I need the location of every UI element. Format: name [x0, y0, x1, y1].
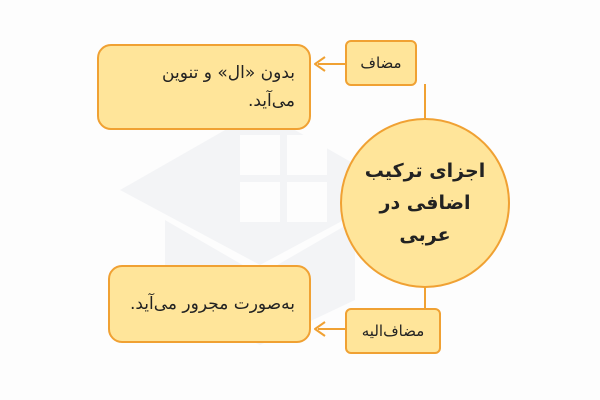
arrowhead-top — [314, 56, 326, 72]
center-concept-text: اجزای ترکیب اضافی در عربی — [364, 160, 486, 246]
bottom-label-text: مضاف‌الیه — [361, 322, 425, 340]
top-label-text: مضاف — [360, 54, 402, 72]
top-description-text: بدون «ال» و تنوین می‌آید. — [162, 63, 295, 111]
bottom-description-text: به‌صورت مجرور می‌آید. — [129, 294, 295, 314]
top-label-box: مضاف — [345, 40, 417, 86]
bottom-label-box: مضاف‌الیه — [345, 308, 441, 354]
center-concept-circle: اجزای ترکیب اضافی در عربی — [340, 118, 510, 288]
bottom-description-box: به‌صورت مجرور می‌آید. — [108, 265, 311, 343]
arrowhead-bottom — [314, 321, 326, 337]
top-description-box: بدون «ال» و تنوین می‌آید. — [97, 44, 311, 130]
